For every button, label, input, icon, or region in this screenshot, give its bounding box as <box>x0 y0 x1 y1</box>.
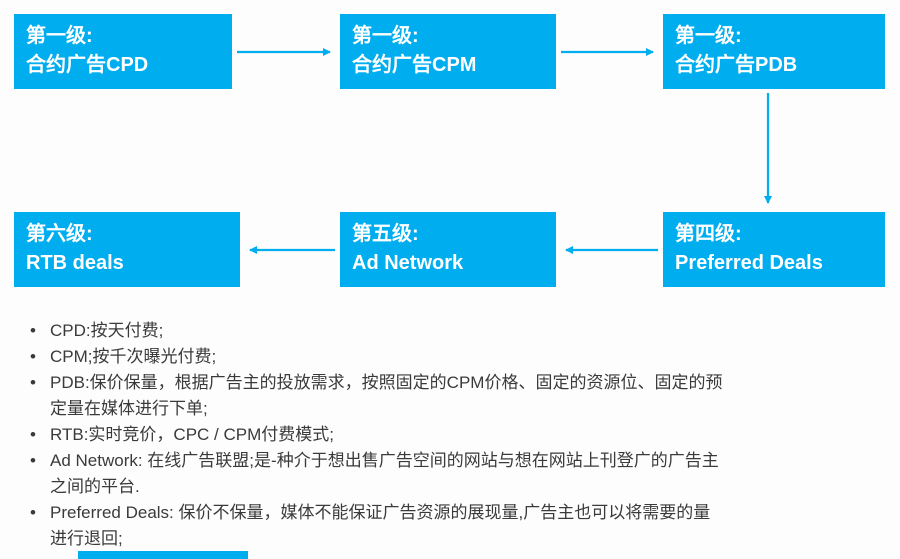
bottom-partial-bar <box>78 551 248 559</box>
flow-box-tier1-cpd: 第一级: 合约广告CPD <box>14 14 232 89</box>
box-title: 第四级: <box>675 223 742 245</box>
box-title: 第一级: <box>352 25 419 47</box>
note-item-cpm: CPM;按千次曝光付费; <box>26 344 726 370</box>
note-item-pdb: PDB:保价保量，根据广告主的投放需求，按照固定的CPM价格、固定的资源位、固定… <box>26 370 726 422</box>
box-title: 第一级: <box>26 25 93 47</box>
box-subtitle: RTB deals <box>26 252 124 274</box>
box-subtitle: 合约广告CPD <box>26 54 149 76</box>
flow-box-tier6-rtb-deals: 第六级: RTB deals <box>14 212 240 287</box>
note-item-preferred-deals: Preferred Deals: 保价不保量，媒体不能保证广告资源的展现量,广告… <box>26 500 726 552</box>
box-title: 第五级: <box>352 223 419 245</box>
flow-box-tier4-preferred-deals: 第四级: Preferred Deals <box>663 212 885 287</box>
box-title: 第六级: <box>26 223 93 245</box>
flow-box-tier5-ad-network: 第五级: Ad Network <box>340 212 556 287</box>
flow-box-tier1-cpm: 第一级: 合约广告CPM <box>340 14 556 89</box>
note-item-rtb: RTB:实时竞价，CPC / CPM付费模式; <box>26 422 726 448</box>
box-title: 第一级: <box>675 25 742 47</box>
flow-box-tier1-pdb: 第一级: 合约广告PDB <box>663 14 885 89</box>
notes-list: CPD:按天付费; CPM;按千次曝光付费; PDB:保价保量，根据广告主的投放… <box>26 318 726 552</box>
box-subtitle: Preferred Deals <box>675 252 823 274</box>
box-subtitle: 合约广告CPM <box>352 54 477 76</box>
box-subtitle: Ad Network <box>352 252 464 274</box>
box-subtitle: 合约广告PDB <box>675 54 798 76</box>
note-item-cpd: CPD:按天付费; <box>26 318 726 344</box>
note-item-ad-network: Ad Network: 在线广告联盟;是-种介于想出售广告空间的网站与想在网站上… <box>26 448 726 500</box>
